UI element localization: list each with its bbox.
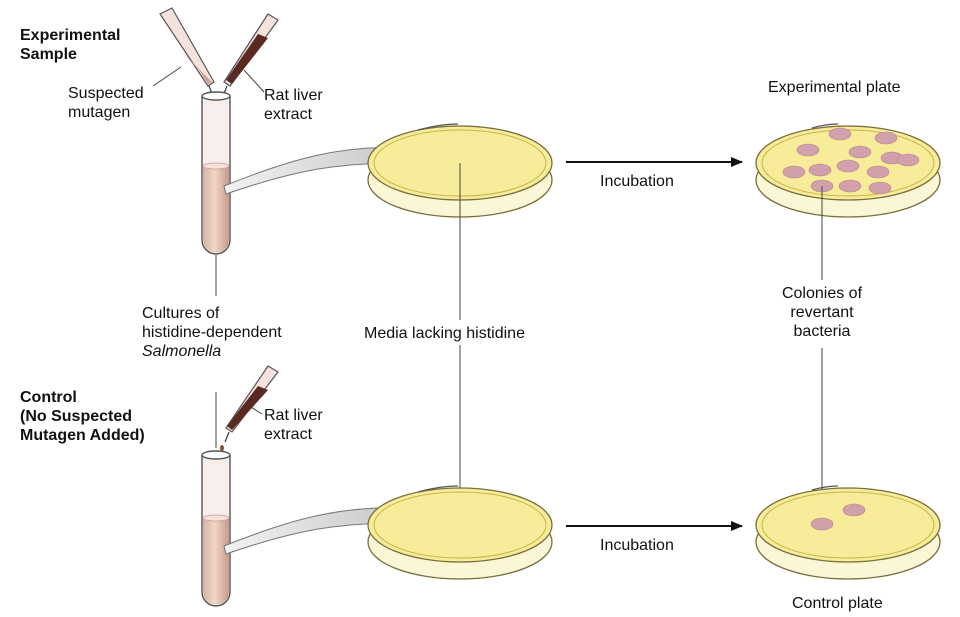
experimental-colony (828, 127, 852, 141)
experimental-colony (874, 131, 898, 145)
extract-pipette-bottom (224, 365, 279, 443)
extract-top-line-1: Rat liver (264, 87, 323, 104)
experimental-plate-text: Experimental plate (768, 79, 901, 96)
experimental-colony (796, 143, 820, 157)
control-title-line-1: Control (20, 389, 77, 406)
control-plate-text: Control plate (792, 595, 883, 612)
rat-liver-extract-label-top: Rat liver extract (264, 86, 323, 124)
cultures-line-3: Salmonella (142, 343, 222, 360)
control-colony (810, 517, 834, 531)
incubation-top-text: Incubation (600, 173, 674, 190)
experimental-plate-label: Experimental plate (768, 78, 901, 97)
experimental-colony (848, 145, 872, 159)
colonies-experimental (782, 127, 920, 195)
extract-pipette-top (222, 13, 279, 97)
experimental-sample-title: Experimental Sample (20, 26, 120, 64)
extract-top-line-2: extract (264, 106, 313, 123)
suspected-mutagen-label: Suspected mutagen (68, 84, 144, 122)
control-title-line-2: (No Suspected (20, 408, 133, 425)
control-title-line-3: Mutagen Added) (20, 427, 145, 444)
test-tube-control (201, 450, 231, 607)
incubation-label-top: Incubation (600, 172, 674, 191)
mutagen-pipette (159, 7, 215, 97)
control-title: Control (No Suspected Mutagen Added) (20, 388, 145, 445)
control-plate-label: Control plate (792, 594, 883, 613)
mutagen-line-2: mutagen (68, 104, 131, 121)
experimental-colony (866, 165, 890, 179)
mutagen-line-1: Suspected (68, 85, 144, 102)
petri-dish-control-media (367, 485, 553, 580)
leader-mutagen (152, 66, 182, 87)
colonies-control (810, 503, 866, 531)
control-colony (842, 503, 866, 517)
experimental-colony (782, 165, 806, 179)
colonies-line-1: Colonies of (781, 285, 863, 302)
control-plate (755, 485, 941, 580)
rat-liver-extract-label-bottom: Rat liver extract (264, 406, 323, 444)
experimental-colony (808, 163, 832, 177)
experimental-colony (836, 159, 860, 173)
leader-extract-top (243, 69, 265, 93)
cultures-line-1: Cultures of (142, 305, 220, 322)
colonies-line-3: bacteria (793, 323, 851, 340)
experimental-colony (838, 179, 862, 193)
experimental-title-line-2: Sample (20, 46, 77, 63)
extract-bottom-line-1: Rat liver (264, 407, 323, 424)
incubation-bottom-text: Incubation (600, 537, 674, 554)
cultures-line-2: histidine-dependent (142, 324, 282, 341)
experimental-title-line-1: Experimental (20, 27, 121, 44)
colonies-line-2: revertant (790, 304, 854, 321)
media-lacking-histidine-label: Media lacking histidine (364, 324, 525, 343)
extract-bottom-line-2: extract (264, 426, 313, 443)
media-label-text: Media lacking histidine (364, 325, 525, 342)
incubation-label-bottom: Incubation (600, 536, 674, 555)
experimental-colony (896, 153, 920, 167)
cultures-label: Cultures of histidine-dependent Salmonel… (142, 304, 282, 361)
colonies-label: Colonies of revertant bacteria (776, 284, 868, 341)
experimental-colony (868, 181, 892, 195)
test-tube-experimental (201, 91, 231, 255)
